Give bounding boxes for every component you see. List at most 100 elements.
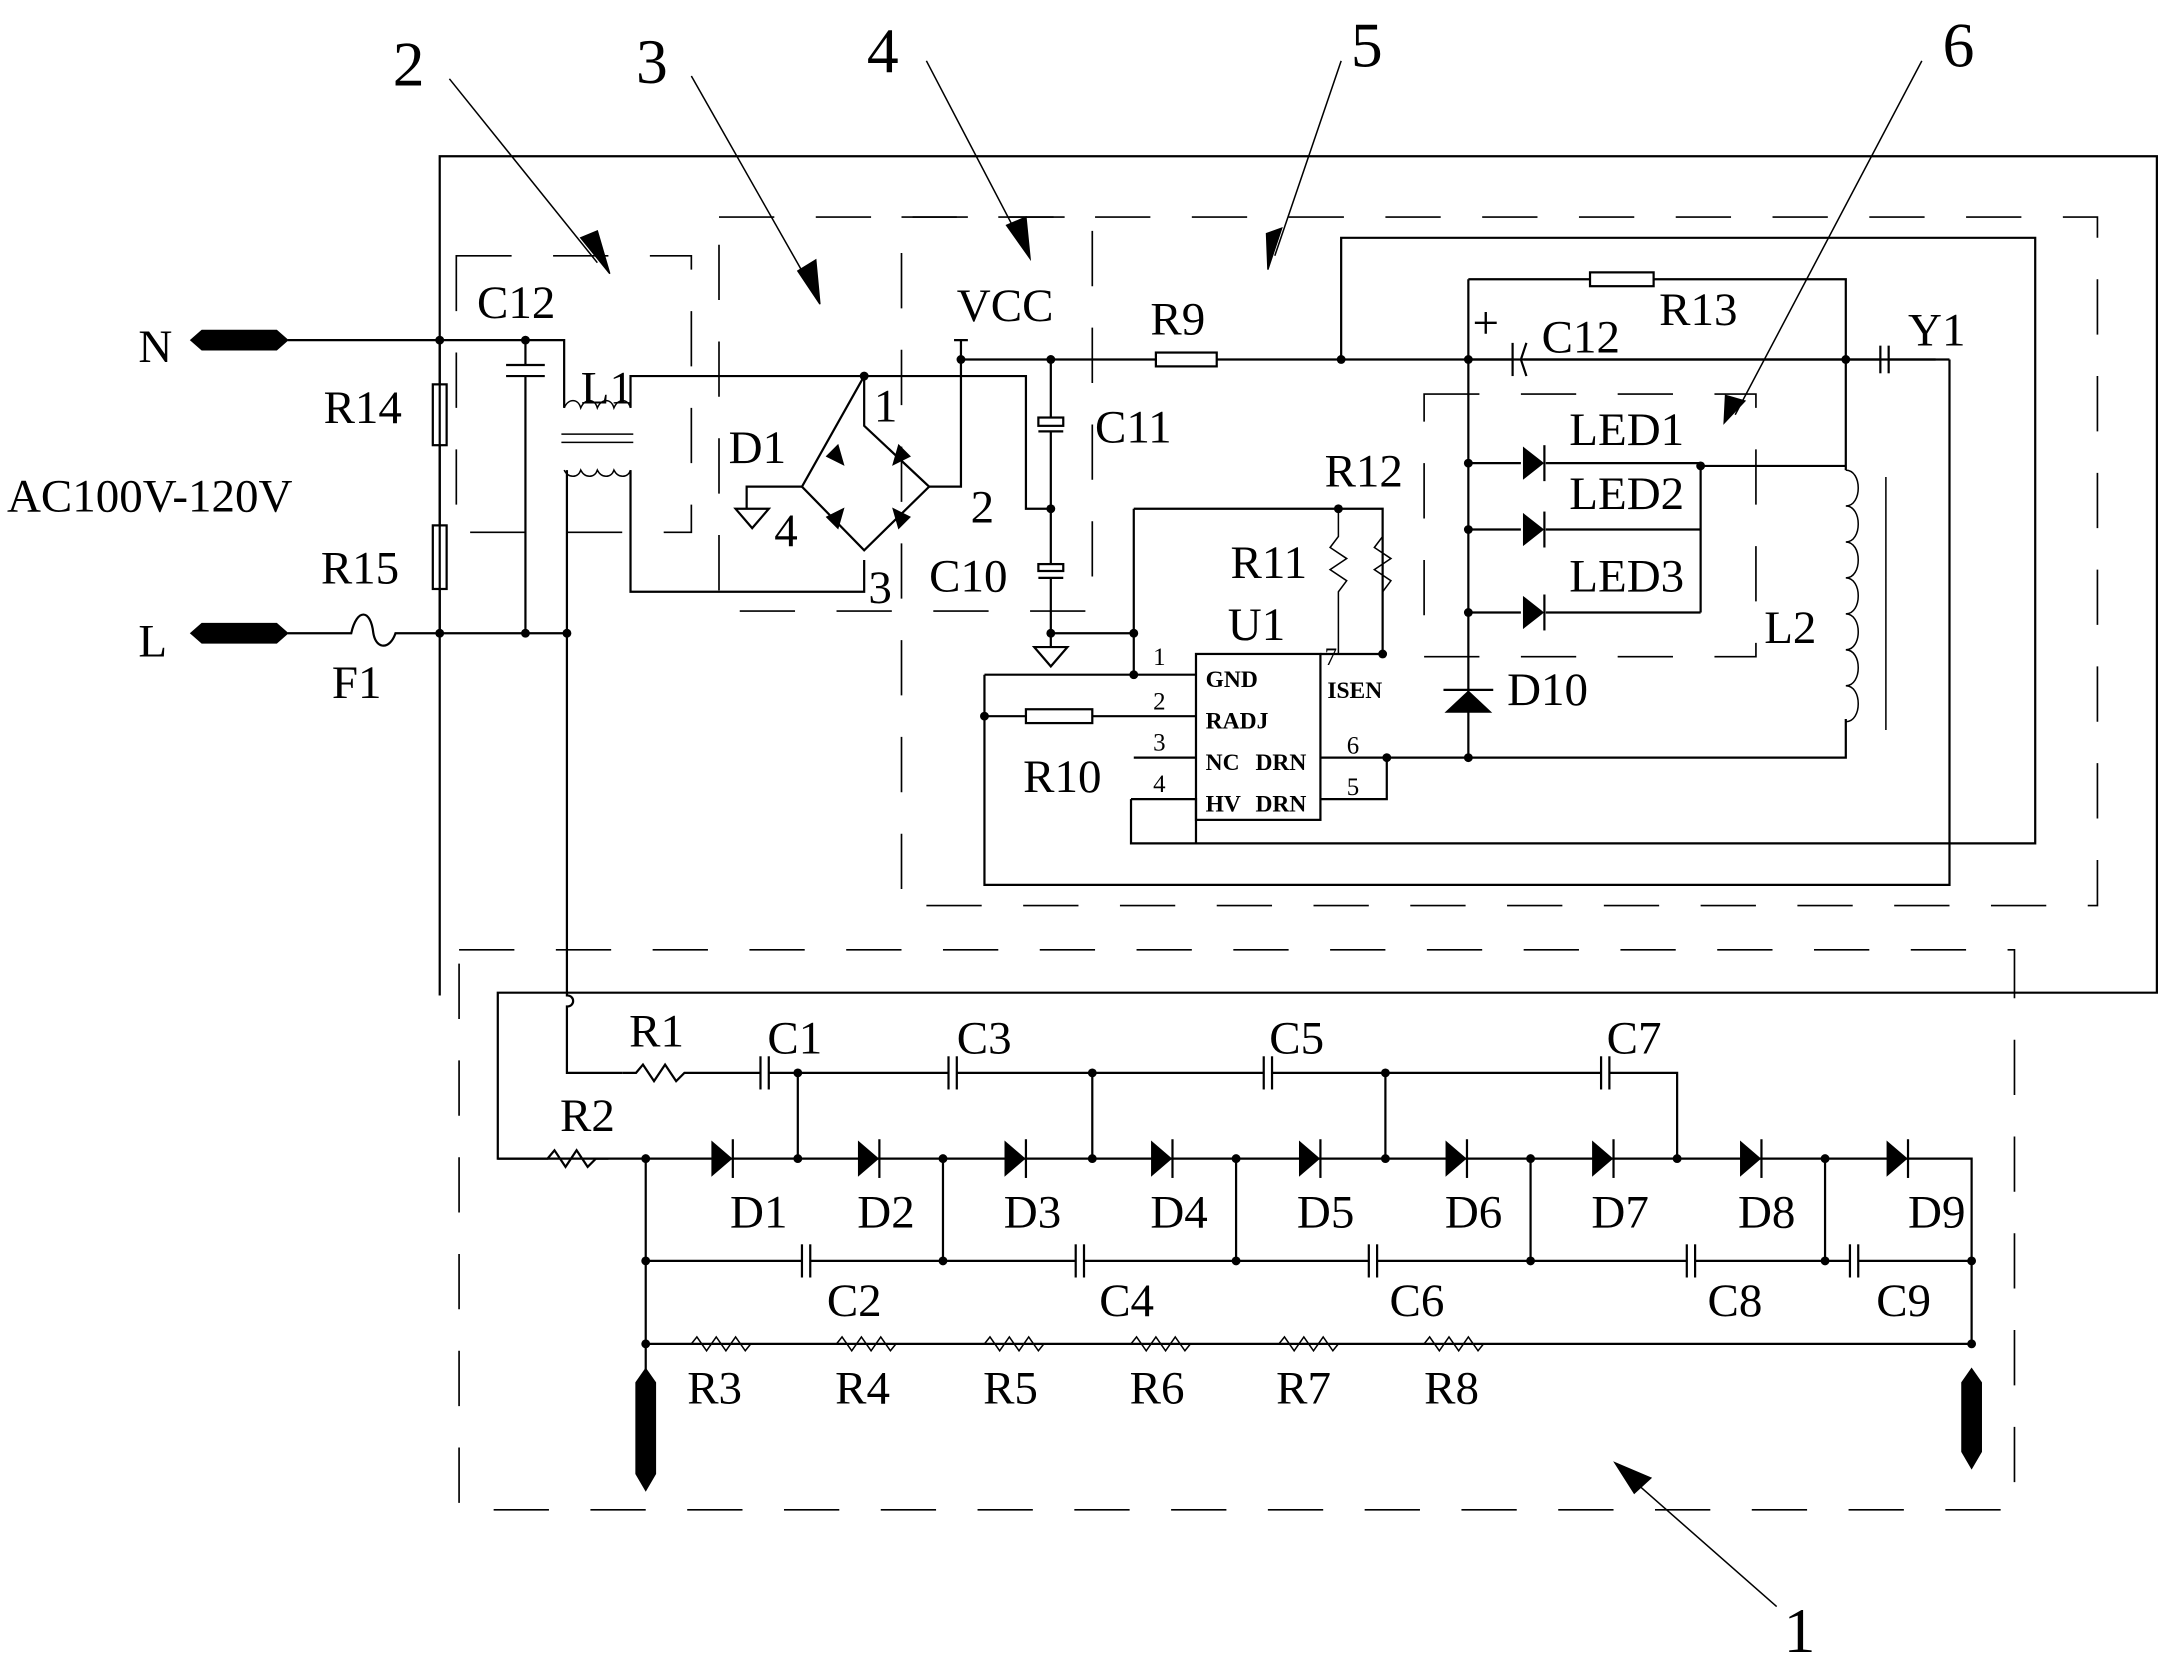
junction-dot <box>1129 628 1139 638</box>
pin-isen: ISEN <box>1327 678 1382 704</box>
callout-3: 3 <box>636 26 668 97</box>
voltage-multiplier <box>497 1056 1982 1492</box>
label-led3: LED3 <box>1569 551 1684 603</box>
resistor-r11-r12 <box>1328 508 1393 654</box>
label-r3: R3 <box>687 1362 742 1414</box>
label-u1: U1 <box>1228 599 1285 651</box>
label-r2: R2 <box>560 1090 615 1142</box>
label-r14: R14 <box>324 382 402 434</box>
junction-dot <box>859 371 869 381</box>
junction-dot <box>980 711 989 721</box>
label-r13: R13 <box>1659 284 1737 336</box>
junction-dot <box>1087 1154 1097 1164</box>
junction-dot <box>1380 1068 1390 1078</box>
label-c6: C6 <box>1390 1275 1445 1327</box>
label-c4: C4 <box>1099 1275 1154 1327</box>
junction-dot <box>641 1256 651 1266</box>
junction-dot <box>1333 504 1343 514</box>
label-c3: C3 <box>957 1013 1012 1065</box>
label-md9: D9 <box>1908 1187 1965 1239</box>
label-r9: R9 <box>1150 294 1205 346</box>
label-n: N <box>138 321 172 373</box>
junction-dot <box>1526 1154 1535 1164</box>
pin-hv: HV <box>1206 792 1241 818</box>
pin-num-1: 1 <box>1153 644 1165 671</box>
bridge-pin-4: 4 <box>774 505 798 557</box>
label-r1: R1 <box>629 1006 684 1058</box>
label-md7: D7 <box>1591 1187 1648 1239</box>
callout-4: 4 <box>867 15 899 86</box>
label-f1: F1 <box>332 657 382 709</box>
junction-dot <box>1087 1068 1097 1078</box>
pin-num-4: 4 <box>1153 771 1166 798</box>
pin-num-7: 7 <box>1325 644 1337 671</box>
label-plus: + <box>1473 298 1500 350</box>
bridge-pin-1: 1 <box>874 381 898 433</box>
junction-dot <box>1463 458 1473 468</box>
junction-dot <box>1672 1154 1682 1164</box>
junction-dot <box>1696 461 1706 471</box>
label-r12: R12 <box>1325 446 1403 498</box>
junction-dot <box>1231 1256 1241 1266</box>
junction-dot <box>1463 525 1473 534</box>
junction-dot <box>793 1154 803 1164</box>
junction-dot <box>1231 1154 1241 1164</box>
label-r10: R10 <box>1023 751 1101 803</box>
resistor-r5 <box>983 1335 1045 1353</box>
label-c10: C10 <box>929 551 1007 603</box>
label-led1: LED1 <box>1569 404 1684 456</box>
module-boxes <box>455 216 2099 1511</box>
inductor-l2 <box>1845 469 1887 758</box>
label-d10: D10 <box>1507 664 1588 716</box>
label-c8: C8 <box>1708 1275 1763 1327</box>
label-y1: Y1 <box>1908 305 1965 357</box>
pin-num-3: 3 <box>1153 730 1165 757</box>
terminal-n-icon <box>189 329 289 351</box>
led-strings <box>1468 445 1846 631</box>
box-driver <box>900 216 2099 907</box>
label-c1: C1 <box>767 1013 822 1065</box>
junction-dot <box>521 335 530 345</box>
label-c12-driver: C12 <box>1542 312 1620 364</box>
label-md2: D2 <box>857 1187 914 1239</box>
label-r11: R11 <box>1231 537 1308 589</box>
label-l2: L2 <box>1764 602 1816 654</box>
label-md8: D8 <box>1738 1187 1795 1239</box>
label-c7: C7 <box>1607 1013 1662 1065</box>
terminal-l-icon <box>189 622 289 644</box>
output-terminal-right-icon <box>1961 1367 1982 1470</box>
label-d1-bridge: D1 <box>729 422 786 474</box>
outer-loop-wire <box>438 155 2158 1160</box>
junction-dot <box>521 628 530 638</box>
resistor-r13 <box>1588 271 1655 288</box>
pin-drn-6: DRN <box>1255 750 1306 776</box>
junction-dot <box>1841 355 1851 364</box>
label-r6: R6 <box>1130 1362 1185 1414</box>
ic-u1 <box>1194 652 1322 821</box>
resistor-r9 <box>1154 351 1218 368</box>
junction-dot <box>1046 628 1056 638</box>
label-r7: R7 <box>1276 1362 1331 1414</box>
bridge-rectifier <box>733 359 963 552</box>
label-c9: C9 <box>1876 1275 1931 1327</box>
label-voltage: AC100V-120V <box>7 471 293 523</box>
pin-num-2: 2 <box>1153 688 1165 715</box>
junction-dot <box>793 1068 803 1078</box>
wire-n <box>287 339 566 408</box>
label-md4: D4 <box>1150 1187 1207 1239</box>
resistor-r3 <box>690 1335 752 1353</box>
junction-dot <box>1463 355 1473 364</box>
label-l1: L1 <box>581 363 633 415</box>
label-md6: D6 <box>1445 1187 1502 1239</box>
pin-gnd: GND <box>1206 667 1258 693</box>
junction-dot <box>1526 1256 1535 1266</box>
label-c11: C11 <box>1095 401 1172 453</box>
label-led2: LED2 <box>1569 468 1684 520</box>
output-terminal-left-icon <box>635 1367 657 1492</box>
label-c5: C5 <box>1269 1013 1324 1065</box>
resistor-r14 <box>431 383 448 447</box>
label-r5: R5 <box>983 1362 1038 1414</box>
label-r8: R8 <box>1424 1362 1479 1414</box>
label-l: L <box>138 616 167 668</box>
pin-radj: RADJ <box>1206 709 1269 735</box>
